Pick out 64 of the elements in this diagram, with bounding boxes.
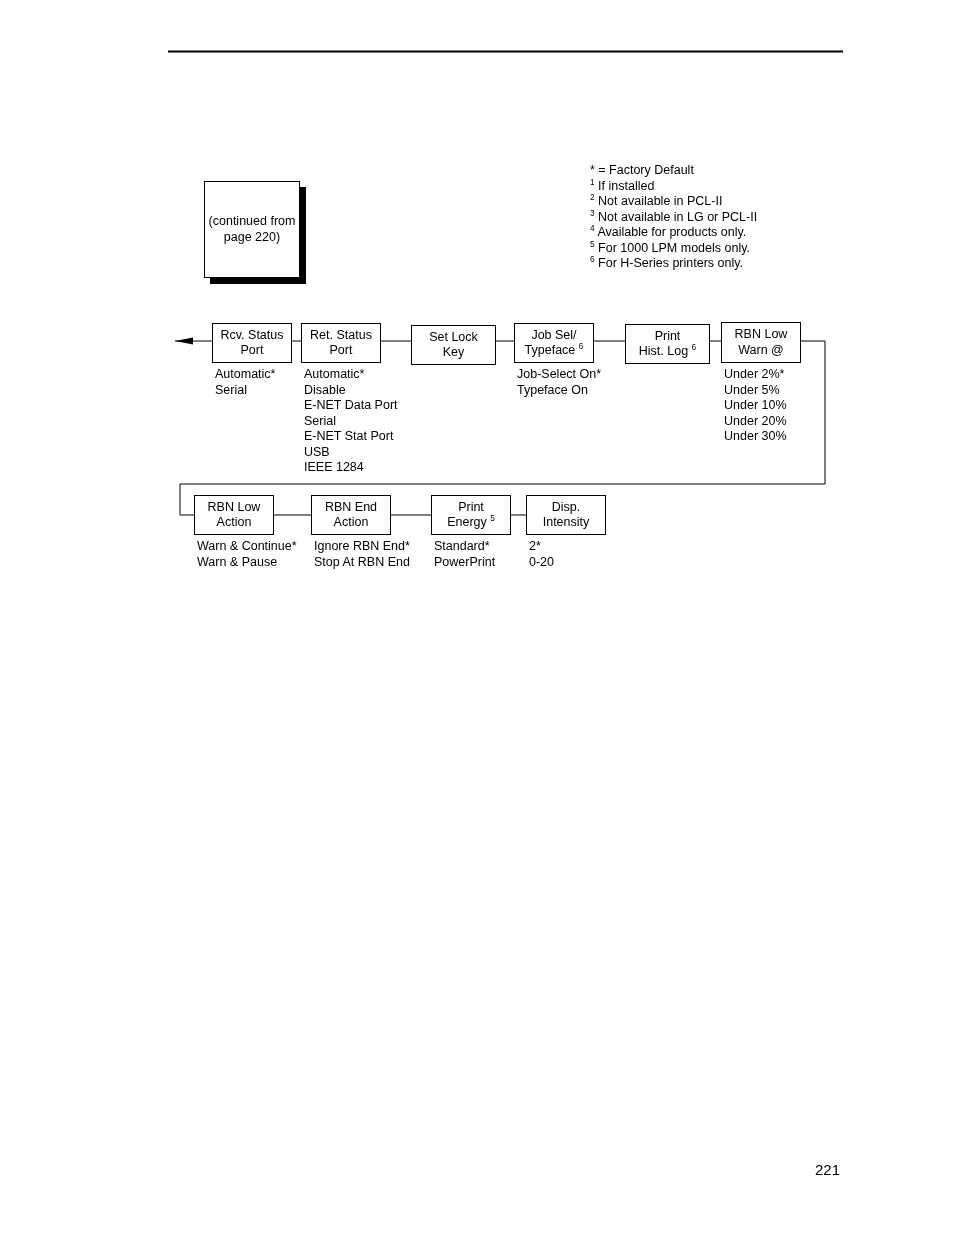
option-text: E-NET Data Port [304, 398, 398, 414]
connector-line [380, 340, 412, 342]
menu-item-label: Disp. Intensity [542, 499, 590, 531]
option-text: Serial [215, 382, 247, 398]
connector-line [179, 340, 826, 516]
connector-line [390, 514, 432, 516]
menu-item-label: RBN Low Action [207, 499, 261, 531]
option-text: Under 10% [724, 398, 787, 414]
connector-line [709, 340, 722, 342]
menu-item-label: Print Energy $^{5}$ [447, 499, 495, 531]
option-text: Under 2%* [724, 367, 785, 383]
footnote-text: $^{5}$ For 1000 LPM models only. [590, 240, 750, 256]
option-text: Standard* [434, 539, 490, 555]
arrow [174, 337, 213, 345]
option-text: Warn & Pause [197, 554, 278, 570]
menu-box [526, 495, 606, 535]
menu-box [301, 323, 381, 363]
option-text: Job-Select On* [517, 367, 602, 383]
menu-item-label: Print Hist. Log $^{6}$ [638, 328, 697, 360]
menu-item-label: (continued from page 220) [207, 213, 297, 246]
menu-item-label: Ret. Status Port [310, 327, 372, 359]
menu-box [212, 323, 292, 363]
option-text: E-NET Stat Port [304, 429, 394, 445]
menu-item-label: RBN Low Warn @ [734, 327, 788, 358]
connector-line [273, 514, 312, 516]
option-text: Warn & Continue* [197, 539, 297, 555]
option-text: PowerPrint [434, 554, 496, 570]
connector-line [593, 340, 626, 342]
footnote-text: $^{4}$ Available for products only. [590, 225, 747, 241]
menu-item-label: Job Sel/ Typeface $^{6}$ [524, 327, 584, 359]
option-text: 0-20 [529, 554, 555, 570]
option-text: 2* [529, 539, 541, 555]
option-text: Serial [304, 413, 336, 429]
connector-line [495, 340, 515, 342]
option-text: Disable [304, 382, 346, 398]
option-text: Stop At RBN End [314, 554, 410, 570]
footnote-text: $^{1}$ If installed [590, 178, 655, 194]
page-number: 221 [815, 1162, 841, 1178]
footnote-text: $^{3}$ Not available in LG or PCL-II [590, 209, 758, 225]
option-text: Under 30% [724, 429, 787, 445]
menu-box [411, 325, 496, 365]
option-text: USB [304, 444, 330, 460]
option-text: Ignore RBN End* [314, 539, 410, 555]
menu-item-label: RBN End Action [324, 499, 378, 531]
option-text: IEEE 1284 [304, 460, 364, 476]
page-reference-box [204, 181, 306, 284]
menu-box [194, 495, 274, 535]
connector-line [291, 340, 302, 342]
menu-box [431, 495, 511, 535]
option-text: Typeface On [517, 382, 588, 398]
menu-item-label: Rcv. Status Port [220, 327, 284, 359]
option-text: Automatic* [215, 367, 276, 383]
footnote-text: $^{2}$ Not available in PCL-II [590, 194, 723, 210]
menu-box [514, 323, 594, 363]
option-text: Under 20% [724, 413, 787, 429]
menu-box [721, 322, 801, 363]
option-text: Under 5% [724, 382, 780, 398]
connector-line [510, 514, 527, 516]
menu-item-label: Set Lock Key [429, 329, 478, 361]
footnote-text: * = Factory Default [590, 163, 694, 179]
menu-box [311, 495, 391, 535]
option-text: Automatic* [304, 367, 365, 383]
menu-box [625, 324, 710, 364]
footnote-text: $^{6}$ For H-Series printers only. [590, 256, 743, 272]
